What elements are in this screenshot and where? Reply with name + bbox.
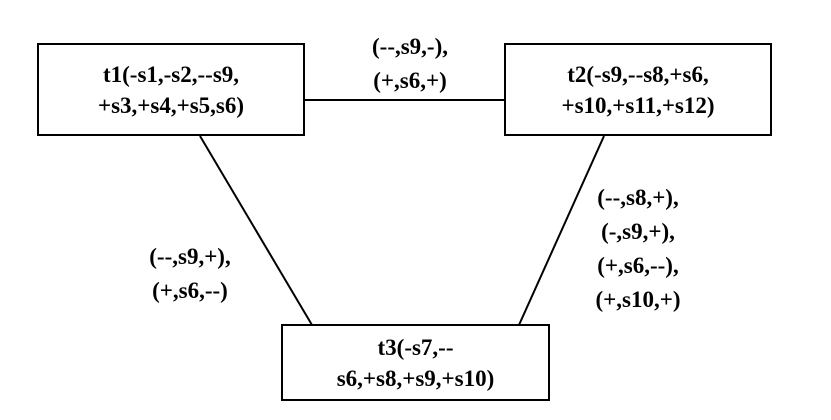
node-t3-line-1: t3(-s7,-- bbox=[377, 334, 454, 360]
node-t3: t3(-s7,-- s6,+s8,+s9,+s10) bbox=[281, 324, 550, 401]
edge-label-t1-t2-line-1: (--,s9,-), bbox=[372, 34, 448, 59]
node-t1: t1(-s1,-s2,--s9, +s3,+s4,+s5,s6) bbox=[37, 43, 305, 136]
edge-label-t2-t3-line-2: (-,s9,+), bbox=[601, 219, 675, 244]
edge-label-t2-t3-line-1: (--,s8,+), bbox=[597, 185, 679, 210]
edge-label-t1-t2-line-2: (+,s6,+) bbox=[373, 68, 447, 93]
edge-label-t2-t3: (--,s8,+), (-,s9,+), (+,s6,--), (+,s10,+… bbox=[568, 181, 708, 317]
node-t2-line-2: +s10,+s11,+s12) bbox=[561, 92, 715, 118]
node-t2-line-1: t2(-s9,--s8,+s6, bbox=[567, 61, 709, 87]
edge-label-t2-t3-line-3: (+,s6,--), bbox=[597, 253, 679, 278]
edge-t2-t3 bbox=[518, 135, 605, 326]
edge-label-t1-t3: (--,s9,+), (+,s6,--) bbox=[120, 240, 260, 308]
node-t1-line-1: t1(-s1,-s2,--s9, bbox=[102, 61, 240, 87]
edge-label-t1-t3-line-2: (+,s6,--) bbox=[152, 278, 228, 303]
edge-t1-t3 bbox=[199, 135, 313, 326]
edge-label-t2-t3-line-4: (+,s10,+) bbox=[595, 287, 681, 312]
node-t3-line-2: s6,+s8,+s9,+s10) bbox=[336, 365, 495, 391]
node-t2: t2(-s9,--s8,+s6, +s10,+s11,+s12) bbox=[504, 43, 772, 136]
edge-label-t1-t3-line-1: (--,s9,+), bbox=[149, 244, 231, 269]
node-t1-line-2: +s3,+s4,+s5,s6) bbox=[97, 92, 245, 118]
edge-label-t1-t2: (--,s9,-), (+,s6,+) bbox=[340, 30, 480, 98]
